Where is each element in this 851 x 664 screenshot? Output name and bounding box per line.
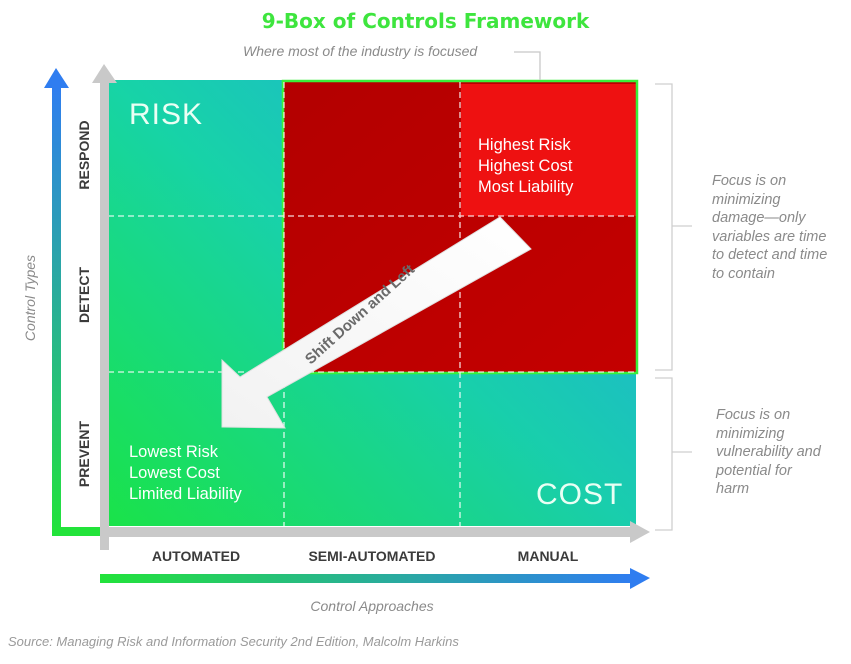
column-label-manual: MANUAL (517, 548, 579, 564)
upper-note-line: to detect and time (712, 247, 828, 263)
control-types-arrowhead (44, 68, 69, 88)
subtitle-pointer (514, 51, 541, 80)
side-brackets (655, 83, 692, 531)
lower-note-line: minimizing (716, 425, 785, 442)
lower-note-line: harm (716, 481, 750, 497)
control-approaches-axis (100, 574, 632, 583)
control-types-axis-foot (52, 527, 100, 536)
row-label-prevent: PREVENT (76, 420, 92, 488)
column-label-semi-automated: SEMI-AUTOMATED (308, 548, 436, 564)
highest-risk-cell (461, 84, 636, 216)
upper-note-line: minimizing (712, 191, 781, 208)
source-citation: Source: Managing Risk and Information Se… (8, 634, 459, 649)
gray-axes (92, 64, 650, 550)
upper-note-line: to contain (712, 265, 775, 282)
column-label-automated: AUTOMATED (151, 548, 241, 564)
lowest-risk-line: Lowest Risk (129, 443, 218, 461)
upper-focus-note: Focus is on minimizing damage—only varia… (712, 172, 827, 283)
shift-arrow (221, 216, 532, 429)
lowest-risk-text: Lowest Risk Lowest Cost Limited Liabilit… (129, 442, 242, 505)
grid-lines (108, 82, 636, 526)
control-types-axis (52, 85, 61, 535)
highest-risk-line: Highest Risk (478, 136, 571, 154)
lower-note-line: potential for (716, 462, 792, 479)
y-axis-title: Control Types (22, 254, 38, 342)
lower-focus-note: Focus is on minimizing vulnerability and… (716, 406, 821, 499)
limited-liability-line: Limited Liability (129, 485, 242, 503)
risk-label: RISK (129, 98, 204, 131)
x-axis-title: Control Approaches (310, 598, 434, 614)
row-label-respond: RESPOND (76, 120, 92, 190)
most-liability-line: Most Liability (478, 178, 574, 196)
cost-label: COST (536, 478, 624, 511)
lower-note-line: Focus is on (716, 407, 791, 423)
upper-note-line: variables are time (712, 228, 827, 245)
control-approaches-arrowhead (630, 568, 650, 589)
row-label-detect: DETECT (76, 267, 92, 323)
diagram-title: 9-Box of Controls Framework (261, 9, 590, 33)
lower-note-line: vulnerability and (716, 444, 821, 460)
upper-note-line: damage—only (712, 210, 806, 226)
diagram-subtitle: Where most of the industry is focused (243, 43, 478, 59)
lowest-cost-line: Lowest Cost (129, 464, 220, 482)
highest-cost-line: Highest Cost (478, 157, 573, 175)
highest-risk-text: Highest Risk Highest Cost Most Liability (478, 135, 573, 198)
upper-note-line: Focus is on (712, 173, 787, 189)
